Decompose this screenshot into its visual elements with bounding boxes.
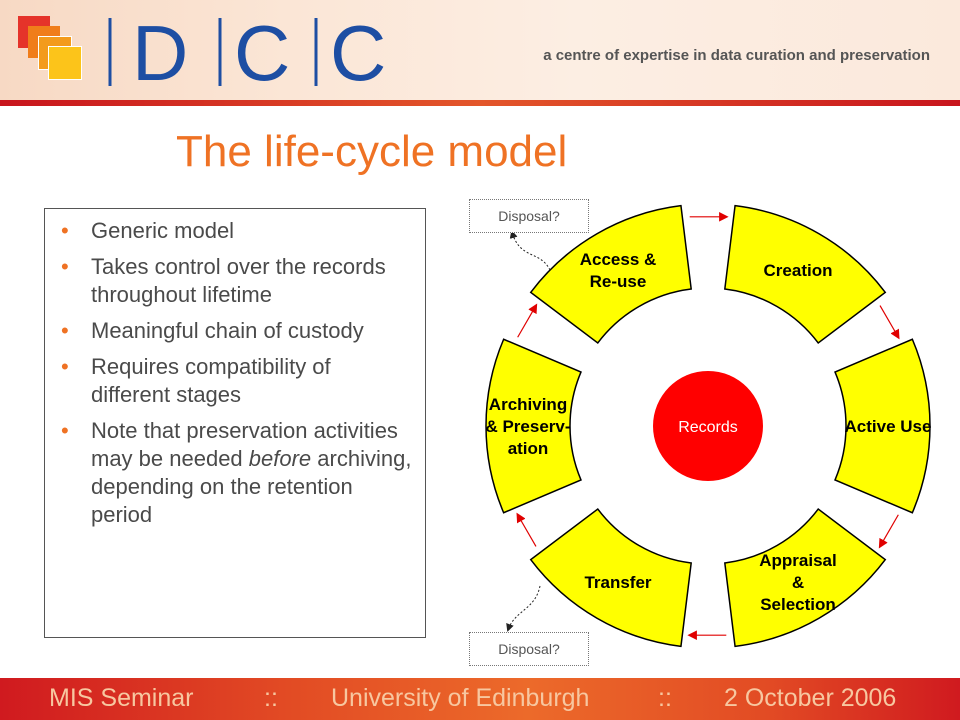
page-title: The life-cycle model: [176, 127, 568, 176]
disposal-bottom-arrow: [506, 585, 541, 632]
segment-label-access-reuse: Access &: [580, 250, 657, 269]
bullet-text: Note that preservation activities may be…: [91, 418, 398, 471]
segment-appraisal-selection: [723, 507, 887, 648]
footer-bar: MIS Seminar :: University of Edinburgh :…: [0, 678, 960, 720]
logo-letter-c1: C: [234, 16, 290, 88]
records-label: Records: [678, 419, 738, 436]
bullet-item: Takes control over the records throughou…: [59, 253, 413, 309]
segment-label-appraisal-selection: Selection: [760, 595, 836, 614]
segment-label-appraisal-selection: &: [792, 573, 804, 592]
segment-label-creation: Creation: [764, 261, 833, 280]
disposal-top-arrow: [509, 230, 551, 271]
bullet-text: archiving, depending on the retention pe…: [91, 446, 412, 527]
flow-arrow: [516, 512, 537, 547]
header-rule: [0, 100, 960, 106]
flow-arrow: [879, 305, 900, 340]
bullet-item: Meaningful chain of custody: [59, 317, 413, 345]
segment-label-transfer: Transfer: [584, 573, 651, 592]
segment-label-archiving-preservation: & Preserv-: [485, 417, 570, 436]
dcc-logo-icon: [18, 16, 88, 86]
bullet-list-box: Generic model Takes control over the rec…: [44, 208, 426, 638]
header-band: [0, 0, 960, 104]
dcc-logo-wordmark: D C C: [108, 16, 386, 88]
flow-arrow: [517, 303, 538, 338]
flow-arrow: [878, 514, 899, 549]
footer-institution: University of Edinburgh: [331, 684, 590, 712]
footer-event: MIS Seminar: [49, 684, 194, 712]
footer-date: 2 October 2006: [724, 684, 897, 712]
segment-label-access-reuse: Re-use: [590, 272, 647, 291]
bullet-item: Requires compatibility of different stag…: [59, 353, 413, 409]
segment-archiving-preservation: [485, 338, 582, 514]
logo-letter-c2: C: [330, 16, 386, 88]
segment-label-active-use: Active Use: [845, 417, 932, 436]
bullet-list: Generic model Takes control over the rec…: [45, 209, 425, 529]
segment-label-appraisal-selection: Appraisal: [759, 551, 836, 570]
tagline: a centre of expertise in data curation a…: [543, 47, 930, 64]
logo-letter-d: D: [132, 16, 188, 88]
bullet-item: Note that preservation activities may be…: [59, 417, 413, 529]
segment-creation: [723, 204, 887, 345]
footer-separator: ::: [264, 684, 278, 712]
segment-label-archiving-preservation: Archiving: [489, 395, 567, 414]
disposal-top-box: Disposal?: [469, 199, 589, 233]
bullet-item: Generic model: [59, 217, 413, 245]
segment-label-archiving-preservation: ation: [508, 439, 549, 458]
records-center-circle: [653, 371, 763, 481]
footer-separator: ::: [658, 684, 672, 712]
segment-active-use: [834, 338, 931, 514]
disposal-bottom-box: Disposal?: [469, 632, 589, 666]
segment-access-reuse: [529, 204, 693, 345]
segment-transfer: [529, 507, 693, 648]
bullet-emphasis: before: [248, 446, 312, 471]
